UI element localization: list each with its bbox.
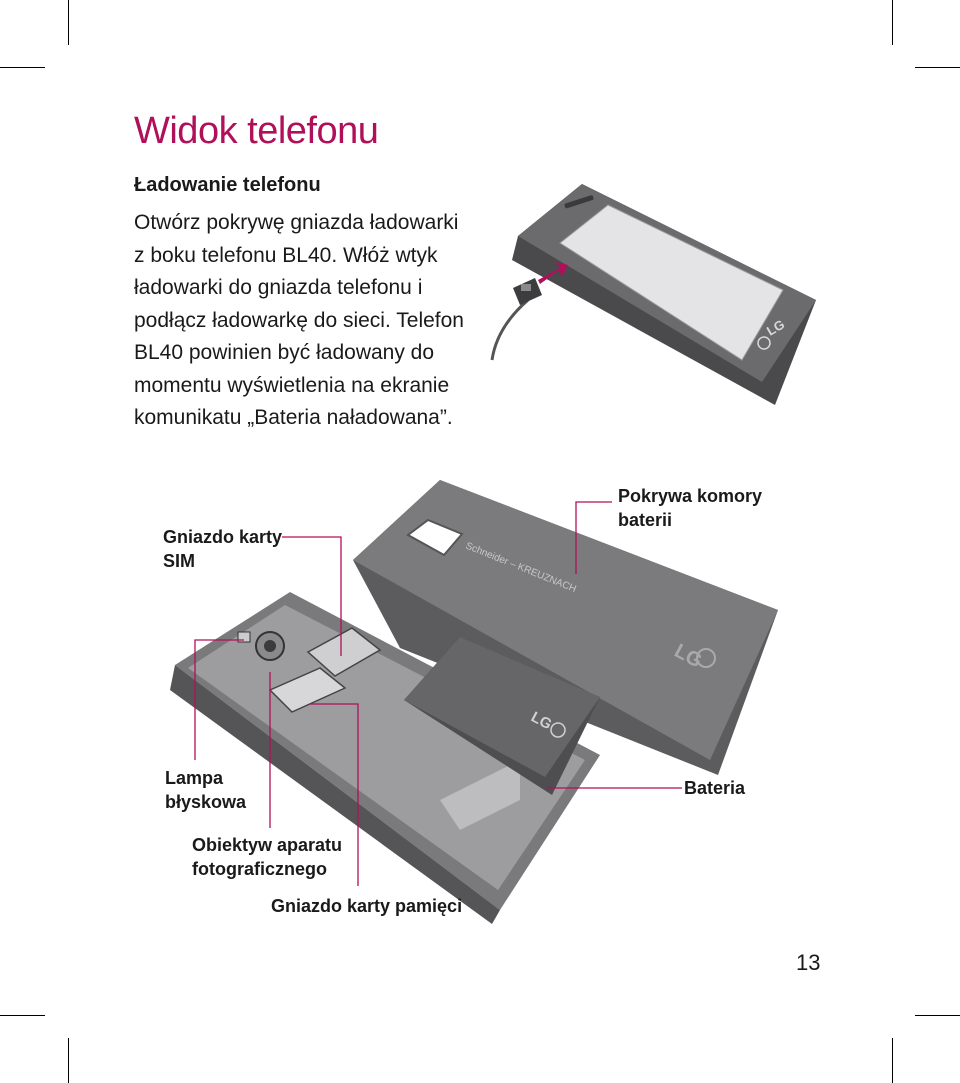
label-line: Pokrywa komory [618, 486, 763, 506]
page-title: Widok telefonu [134, 110, 379, 152]
label-line: baterii [618, 510, 673, 530]
label-line: Obiektyw aparatu [192, 835, 343, 855]
label-line: Gniazdo karty [163, 527, 283, 547]
label-memory-slot: Gniazdo karty pamięci [271, 896, 463, 916]
battery-cover-illustration: Schneider – KREUZNACH LG [353, 480, 778, 775]
battery-cover [353, 480, 778, 760]
lg-logo-battery-circle [550, 722, 566, 738]
charging-phone-illustration: LG [490, 184, 816, 405]
lg-logo-circle [757, 336, 771, 350]
body-line: podłącz ładowarkę do sieci. Telefon [134, 308, 464, 332]
body-line: Otwórz pokrywę gniazda ładowarki [134, 211, 459, 234]
charging-instructions: Otwórz pokrywę gniazda ładowarki z boku … [134, 207, 484, 435]
memory-card-slot [268, 667, 347, 713]
crop-mark [915, 1015, 960, 1016]
battery [404, 637, 600, 777]
camera-lens-inner [264, 640, 276, 652]
camera-window [406, 518, 464, 557]
body-line: momentu wyświetlenia na ekranie [134, 373, 450, 397]
crop-mark [0, 1015, 45, 1016]
flash-lamp [237, 631, 251, 643]
lg-logo-cover-circle [696, 648, 716, 668]
sim-callout-line [282, 536, 342, 656]
label-flash: Lampa błyskowa [165, 766, 246, 814]
crop-mark [0, 67, 45, 68]
label-line: fotograficznego [192, 859, 327, 879]
charging-phone-screen [559, 204, 784, 361]
charger-plug-connector [521, 284, 531, 291]
memory-callout-line [310, 703, 359, 886]
earpiece [564, 195, 594, 209]
compartment-floor [440, 760, 520, 830]
body-line: BL40 powinien być ładowany do [134, 341, 435, 364]
label-battery-cover: Pokrywa komory baterii [618, 484, 762, 532]
crop-mark [892, 1038, 893, 1083]
label-camera-lens: Obiektyw aparatu fotograficznego [192, 833, 342, 881]
body-line: komunikatu „Bateria naładowana”. [134, 406, 453, 429]
crop-mark [68, 1038, 69, 1083]
body-line: ładowarki do gniazda telefonu i [134, 276, 423, 299]
battery-illustration: LG [404, 637, 600, 795]
page-number: 13 [796, 950, 821, 975]
body-line: z boku telefonu BL40. Włóż wtyk [134, 243, 438, 267]
label-line: błyskowa [165, 792, 247, 812]
callout-lines [194, 501, 682, 886]
section-heading: Ładowanie telefonu [134, 174, 321, 196]
insert-arrow-icon [538, 262, 568, 284]
crop-mark [68, 0, 69, 45]
crop-mark [892, 0, 893, 45]
charger-plug [513, 278, 542, 305]
label-line: Lampa [165, 768, 224, 788]
crop-mark [915, 67, 960, 68]
phone-back-edge [170, 665, 500, 924]
charger-cable [490, 298, 529, 361]
label-battery: Bateria [684, 778, 746, 798]
flash-callout-line [194, 639, 244, 760]
label-line: SIM [163, 551, 196, 571]
label-sim-slot: Gniazdo karty SIM [163, 525, 282, 573]
battery-compartment [188, 605, 585, 890]
cover-callout-line [575, 501, 612, 574]
open-phone-illustration [170, 592, 600, 924]
sim-card-slot [306, 627, 382, 677]
